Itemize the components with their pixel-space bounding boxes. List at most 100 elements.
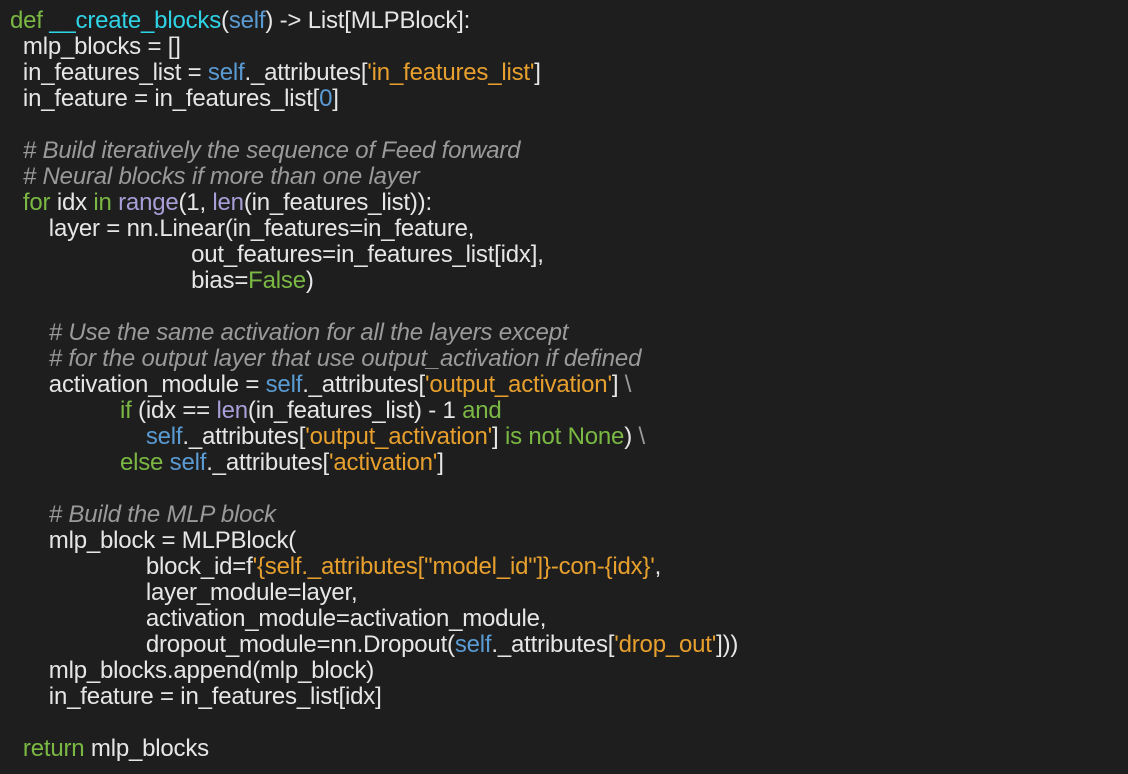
code-token: len [212,189,244,216]
code-token: mlp_blocks = [] [10,33,181,60]
code-token: in [93,189,119,216]
code-line[interactable]: return mlp_blocks [10,736,1128,762]
code-token: 'in_features_list' [367,59,535,86]
code-token: return [10,735,91,762]
code-line[interactable]: for idx in range(1, len(in_features_list… [10,190,1128,216]
code-token: and [462,397,502,424]
code-token: def [10,7,50,34]
code-line[interactable]: # Use the same activation for all the la… [10,320,1128,346]
code-token: ] [492,423,505,450]
code-token: range [118,189,179,216]
code-token: ._attributes[ [491,631,615,658]
code-token: \ [624,371,632,398]
code-token: in_feature = in_features_list[idx] [10,683,382,710]
code-token: ] [534,59,541,86]
code-token: ) -> List[MLPBlock]: [265,7,471,34]
code-token: ] [437,449,444,476]
code-token: layer = nn.Linear(in_features=in_feature… [10,215,475,242]
code-line[interactable]: activation_module = self._attributes['ou… [10,372,1128,398]
code-token: ._attributes[ [302,371,425,398]
code-token: ])) [716,631,739,658]
code-token: ._attributes[ [206,449,330,476]
code-line[interactable] [10,710,1128,736]
code-token: ] [332,85,339,112]
code-line[interactable] [10,476,1128,502]
code-token: mlp_blocks [90,735,209,762]
code-token: # Build iteratively the sequence of Feed… [10,137,521,164]
code-token: if [10,397,139,424]
code-token: in_features_list = [10,59,208,86]
code-token: self [265,371,303,398]
code-line[interactable] [10,112,1128,138]
code-line[interactable]: out_features=in_features_list[idx], [10,242,1128,268]
code-token: self [228,7,266,34]
code-line[interactable]: block_id=f'{self._attributes["model_id"]… [10,554,1128,580]
code-token: \ [638,423,645,450]
code-line[interactable]: in_feature = in_features_list[idx] [10,684,1128,710]
code-line[interactable] [10,294,1128,320]
code-token: False [248,267,306,294]
code-line[interactable]: mlp_blocks = [] [10,34,1128,60]
code-token: ] [611,371,625,398]
code-token: self [169,449,207,476]
code-token: (in_features_list) - 1 [247,397,463,424]
code-line[interactable]: dropout_module=nn.Dropout(self._attribut… [10,632,1128,658]
code-token: ._attributes[ [182,423,306,450]
code-token: self [454,631,492,658]
code-token: 0 [319,85,333,112]
code-token: bias= [10,267,249,294]
code-token: # Use the same activation for all the la… [10,319,569,346]
code-token: __create_blocks [49,7,222,34]
code-line[interactable]: in_feature = in_features_list[0] [10,86,1128,112]
code-token: , [654,553,662,580]
code-token: # for the output layer that use output_a… [10,345,642,372]
code-token: else [10,449,170,476]
code-line[interactable]: else self._attributes['activation'] [10,450,1128,476]
code-token: ( [221,7,229,34]
code-token: is not None [504,423,625,450]
code-token: out_features=in_features_list[idx], [10,241,544,268]
code-line[interactable]: def __create_blocks(self) -> List[MLPBlo… [10,8,1128,34]
code-token: mlp_block = MLPBlock( [10,527,297,554]
code-line[interactable]: if (idx == len(in_features_list) - 1 and [10,398,1128,424]
code-token: 'output_activation' [305,423,493,450]
code-line[interactable]: bias=False) [10,268,1128,294]
code-token: activation_module = [10,371,266,398]
code-line[interactable]: # Neural blocks if more than one layer [10,164,1128,190]
code-line[interactable]: mlp_blocks.append(mlp_block) [10,658,1128,684]
code-token: activation_module=activation_module, [10,605,547,632]
code-line[interactable]: # Build iteratively the sequence of Feed… [10,138,1128,164]
code-line[interactable]: # for the output layer that use output_a… [10,346,1128,372]
code-token: ) [624,423,639,450]
code-token: (in_features_list)): [243,189,432,216]
code-token: 'activation' [329,449,438,476]
code-token: (1, [178,189,213,216]
code-line[interactable]: mlp_block = MLPBlock( [10,528,1128,554]
code-token: dropout_module=nn.Dropout( [10,631,455,658]
code-token: '{self._attributes["model_id"]}-con-{idx… [252,553,655,580]
code-token: idx [56,189,94,216]
code-token: layer_module=layer, [10,579,358,606]
code-line[interactable]: # Build the MLP block [10,502,1128,528]
code-token: 'output_activation' [425,371,612,398]
code-block[interactable]: def __create_blocks(self) -> List[MLPBlo… [10,8,1128,762]
code-token: block_id=f [10,553,253,580]
code-token: 'drop_out' [614,631,717,658]
code-line[interactable]: self._attributes['output_activation'] is… [10,424,1128,450]
code-line[interactable]: in_features_list = self._attributes['in_… [10,60,1128,86]
code-token: for [10,189,57,216]
code-line[interactable]: activation_module=activation_module, [10,606,1128,632]
code-line[interactable]: layer = nn.Linear(in_features=in_feature… [10,216,1128,242]
code-token: len [216,397,248,424]
code-token: in_feature = in_features_list[ [10,85,320,112]
code-token: self [207,59,245,86]
code-token: mlp_blocks.append(mlp_block) [10,657,375,684]
code-token: (idx == [138,397,217,424]
code-token: ) [305,267,314,294]
code-token [10,423,146,450]
code-token: ._attributes[ [244,59,368,86]
code-token: # Neural blocks if more than one layer [10,163,420,190]
code-line[interactable]: layer_module=layer, [10,580,1128,606]
code-token: self [145,423,183,450]
